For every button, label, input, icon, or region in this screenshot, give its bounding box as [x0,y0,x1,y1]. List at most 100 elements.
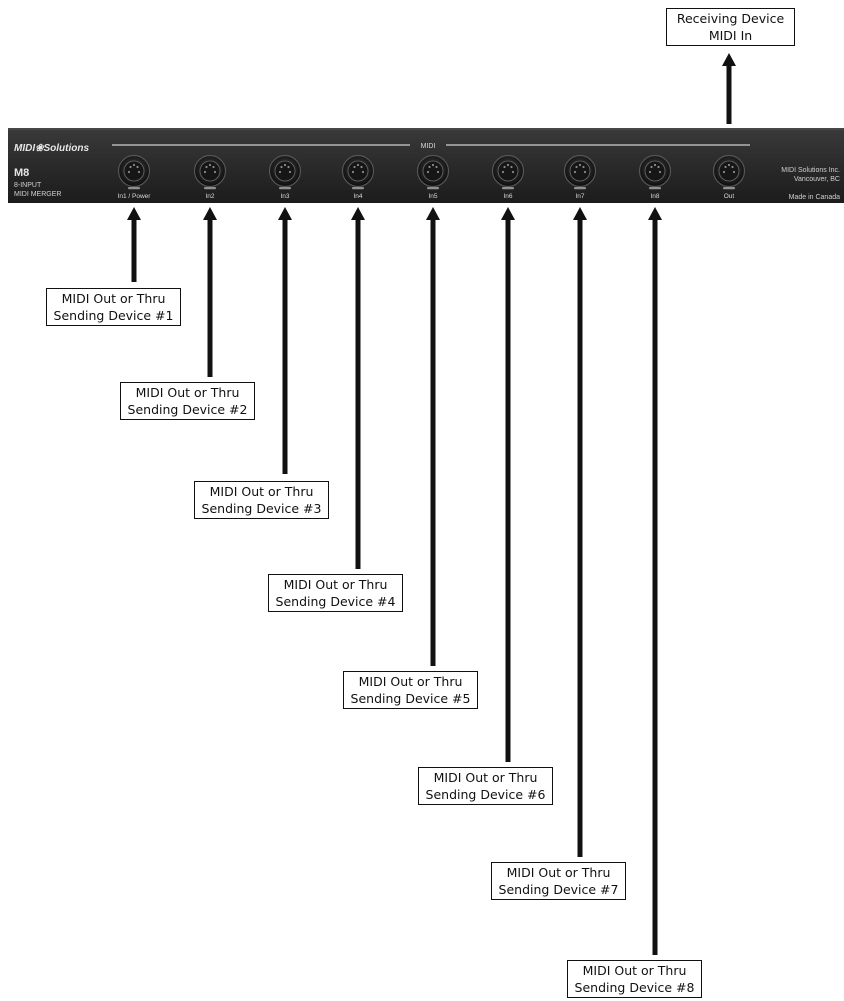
jack-pin [137,170,141,174]
port-label-6: In6 [503,193,512,200]
arrow-head [127,207,141,220]
jack-pin [658,170,662,174]
arrow-shaft [726,64,732,124]
arrow-to-receiving-device [722,53,736,124]
led-indicator [279,187,291,190]
port-label-7: In7 [575,193,584,200]
arrow-head [278,207,292,220]
arrow-from-sending-device-6 [501,207,515,762]
arrow-shaft [505,218,511,762]
jack-socket [274,160,296,182]
sending-device-6-label: MIDI Out or Thru Sending Device #6 [418,767,553,805]
maker-line-1: MIDI Solutions Inc. [781,167,840,174]
jack-pin [732,170,736,174]
sending-device-1-label: MIDI Out or Thru Sending Device #1 [46,288,181,326]
jack-pin [208,163,212,167]
sending-device-6-line2: Sending Device #6 [425,787,546,802]
jack-pin [428,165,431,169]
arrow-from-sending-device-5 [426,207,440,666]
jack-pin [353,165,356,169]
port-label-9: Out [724,193,735,200]
sending-device-2-line2: Sending Device #2 [127,402,248,417]
sending-device-6-line1: MIDI Out or Thru [433,770,538,785]
port-label-1: In1 / Power [118,193,152,200]
arrow-head [722,53,736,66]
arrow-head [426,207,440,220]
led-indicator [128,187,140,190]
arrow-shaft [131,218,137,282]
jack-pin [426,170,430,174]
jack-pin [578,163,582,167]
arrow-head [573,207,587,220]
arrow-head [351,207,365,220]
port-label-2: In2 [205,193,214,200]
jack-pin [361,170,365,174]
jack-socket [123,160,145,182]
sending-device-4-line2: Sending Device #4 [275,594,396,609]
jack-socket [422,160,444,182]
jack-socket [569,160,591,182]
jack-pin [360,165,363,169]
jack-pin [203,170,207,174]
jack-pin [136,165,139,169]
jack-pin [431,163,435,167]
led-indicator [574,187,586,190]
sending-device-5-label: MIDI Out or Thru Sending Device #5 [343,671,478,709]
midi-section-label: MIDI [421,143,436,150]
midi-jack-6: In6 [491,154,525,200]
led-indicator [649,187,661,190]
sending-device-3-line2: Sending Device #3 [201,501,322,516]
midi-jack-1: In1 / Power [118,154,152,200]
port-label-4: In4 [353,193,362,200]
arrow-from-sending-device-2 [203,207,217,377]
sending-device-7-label: MIDI Out or Thru Sending Device #7 [491,862,626,900]
sending-device-8-line2: Sending Device #8 [574,980,695,995]
port-label-5: In5 [428,193,437,200]
midi-jack-5: In5 [416,154,450,200]
jack-pin [510,165,513,169]
jack-pin [205,165,208,169]
jack-pin [278,170,282,174]
sending-device-1-line2: Sending Device #1 [53,308,174,323]
jack-pin [127,170,131,174]
jack-pin [356,163,360,167]
jack-pin [503,165,506,169]
jack-socket [644,160,666,182]
jack-pin [731,165,734,169]
jack-pin [506,163,510,167]
arrow-shaft [430,218,436,666]
sending-device-5-line2: Sending Device #5 [350,691,471,706]
arrow-head [648,207,662,220]
jack-pin [351,170,355,174]
maker-line-3: Made in Canada [789,194,840,201]
jack-pin [501,170,505,174]
jack-pin [573,170,577,174]
jack-pin [287,165,290,169]
sending-device-4-label: MIDI Out or Thru Sending Device #4 [268,574,403,612]
jack-pin [583,170,587,174]
jack-pin [132,163,136,167]
brand-logo: MIDI❀Solutions [14,143,89,154]
midi-jack-4: In4 [341,154,375,200]
model-subtitle-2: MIDI MERGER [14,191,61,198]
sending-device-5-line1: MIDI Out or Thru [358,674,463,689]
arrow-shaft [207,218,213,377]
jack-pin [722,170,726,174]
midi-jack-9: Out [712,154,746,200]
led-indicator [723,187,735,190]
jack-pin [657,165,660,169]
jack-socket [718,160,740,182]
jack-pin [436,170,440,174]
arrow-shaft [577,218,583,857]
jack-pin [511,170,515,174]
maker-line-2: Vancouver, BC [794,176,840,183]
arrow-from-sending-device-8 [648,207,662,955]
arrow-head [203,207,217,220]
arrow-from-sending-device-1 [127,207,141,282]
arrow-from-sending-device-7 [573,207,587,857]
jack-pin [435,165,438,169]
port-label-8: In8 [650,193,659,200]
jack-pin [648,170,652,174]
jack-pin [280,165,283,169]
